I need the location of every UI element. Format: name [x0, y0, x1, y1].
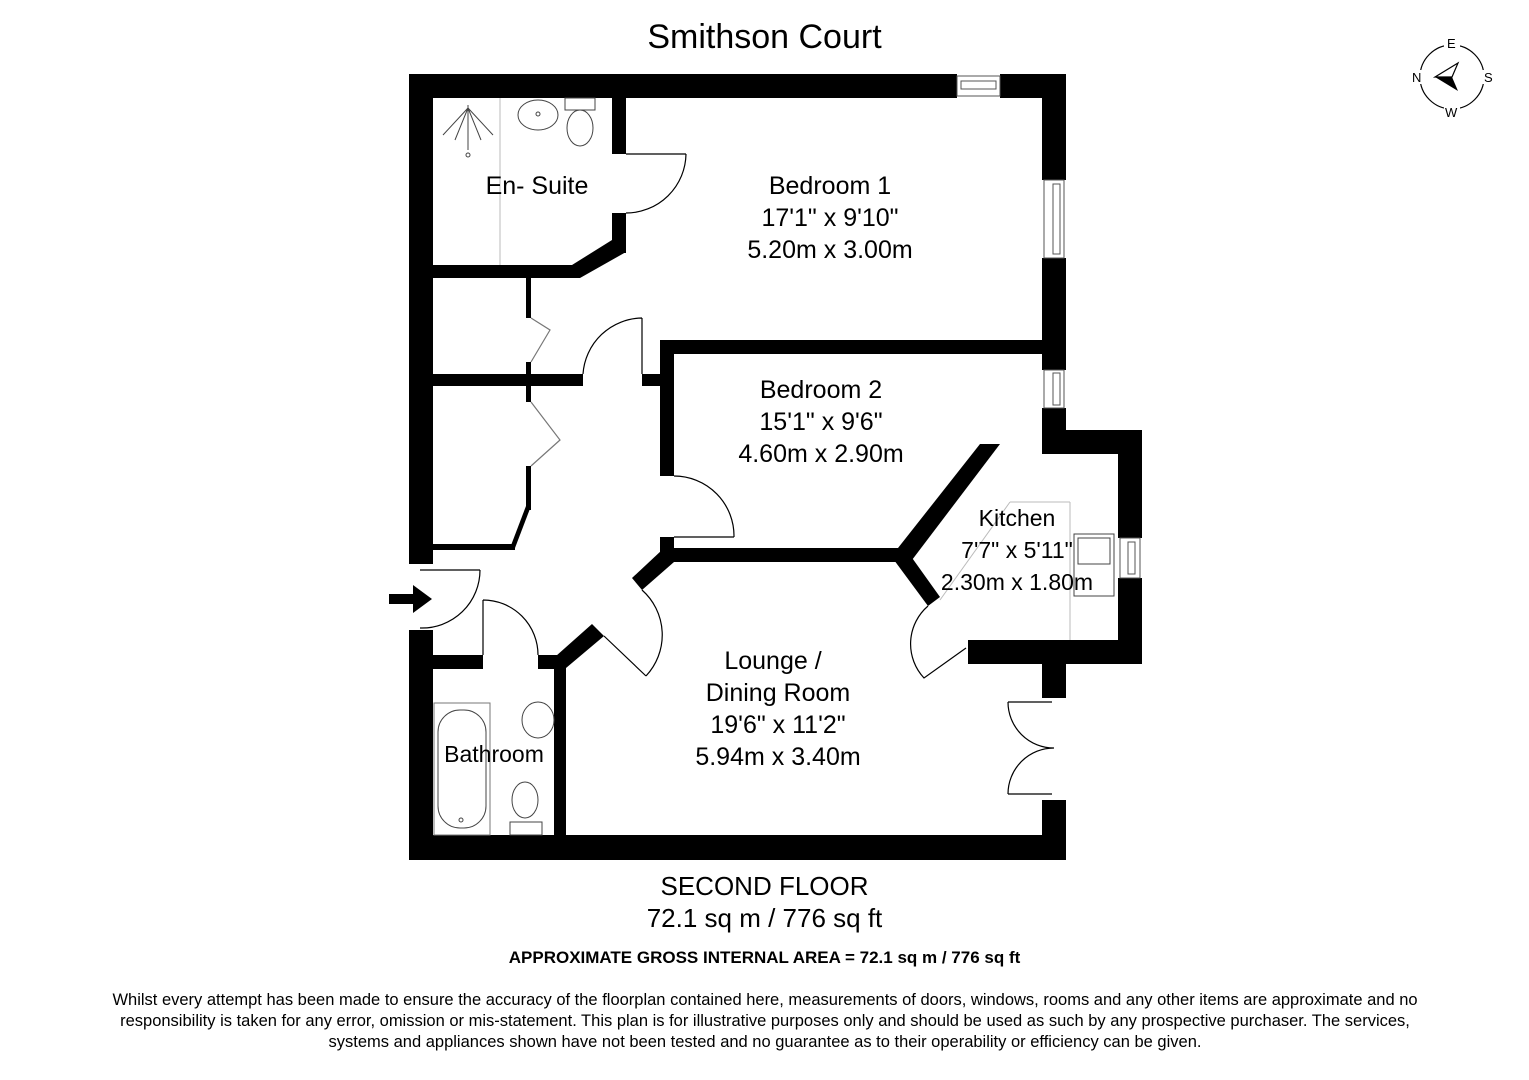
- compass-east-label: E: [1447, 36, 1456, 51]
- compass-west-label: W: [1445, 105, 1458, 120]
- room-label-bedroom-1: Bedroom 1 17'1" x 9'10" 5.20m x 3.00m: [747, 170, 912, 266]
- windows: [956, 75, 1141, 579]
- room-label-lounge-dining: Lounge / Dining Room 19'6" x 11'2" 5.94m…: [695, 645, 860, 773]
- room-name: Bedroom 2: [759, 376, 883, 404]
- room-dimensions-metric: 2.30m x 1.80m: [940, 569, 1094, 595]
- room-label-kitchen: Kitchen 7'7" x 5'11" 2.30m x 1.80m: [941, 502, 1093, 598]
- room-dimensions-metric: 5.20m x 3.00m: [747, 236, 913, 264]
- room-dimensions-metric: 5.94m x 3.40m: [695, 743, 861, 771]
- room-name-line2: Dining Room: [705, 679, 851, 707]
- room-dimensions-imperial: 15'1" x 9'6": [759, 408, 883, 436]
- room-name: En- Suite: [485, 172, 589, 200]
- room-dimensions-metric: 4.60m x 2.90m: [738, 440, 904, 468]
- compass-icon: [1414, 39, 1490, 115]
- fixtures: [433, 97, 1115, 836]
- room-dimensions-imperial: 19'6" x 11'2": [710, 711, 846, 739]
- room-dimensions-imperial: 17'1" x 9'10": [761, 204, 899, 232]
- floor-name: SECOND FLOOR: [660, 871, 869, 901]
- room-name: Kitchen: [978, 505, 1056, 531]
- room-dimensions-imperial: 7'7" x 5'11": [961, 537, 1073, 563]
- disclaimer-text: Whilst every attempt has been made to en…: [112, 991, 1418, 1051]
- floor-area: 72.1 sq m / 776 sq ft: [646, 903, 883, 933]
- compass-south-label: S: [1484, 70, 1493, 85]
- room-label-bedroom-2: Bedroom 2 15'1" x 9'6" 4.60m x 2.90m: [738, 374, 903, 470]
- room-name: Bathroom: [444, 741, 544, 767]
- room-label-en-suite: En- Suite: [486, 170, 589, 202]
- compass-north-label: N: [1412, 70, 1422, 85]
- entrance-arrow-icon: [389, 585, 432, 613]
- room-name: Lounge /: [724, 647, 822, 675]
- walls: [409, 74, 1142, 860]
- gross-internal-area: APPROXIMATE GROSS INTERNAL AREA = 72.1 s…: [508, 948, 1021, 967]
- room-name: Bedroom 1: [768, 172, 892, 200]
- doors: [419, 153, 1055, 795]
- room-label-bathroom: Bathroom: [444, 738, 544, 770]
- plan-title: Smithson Court: [647, 18, 882, 56]
